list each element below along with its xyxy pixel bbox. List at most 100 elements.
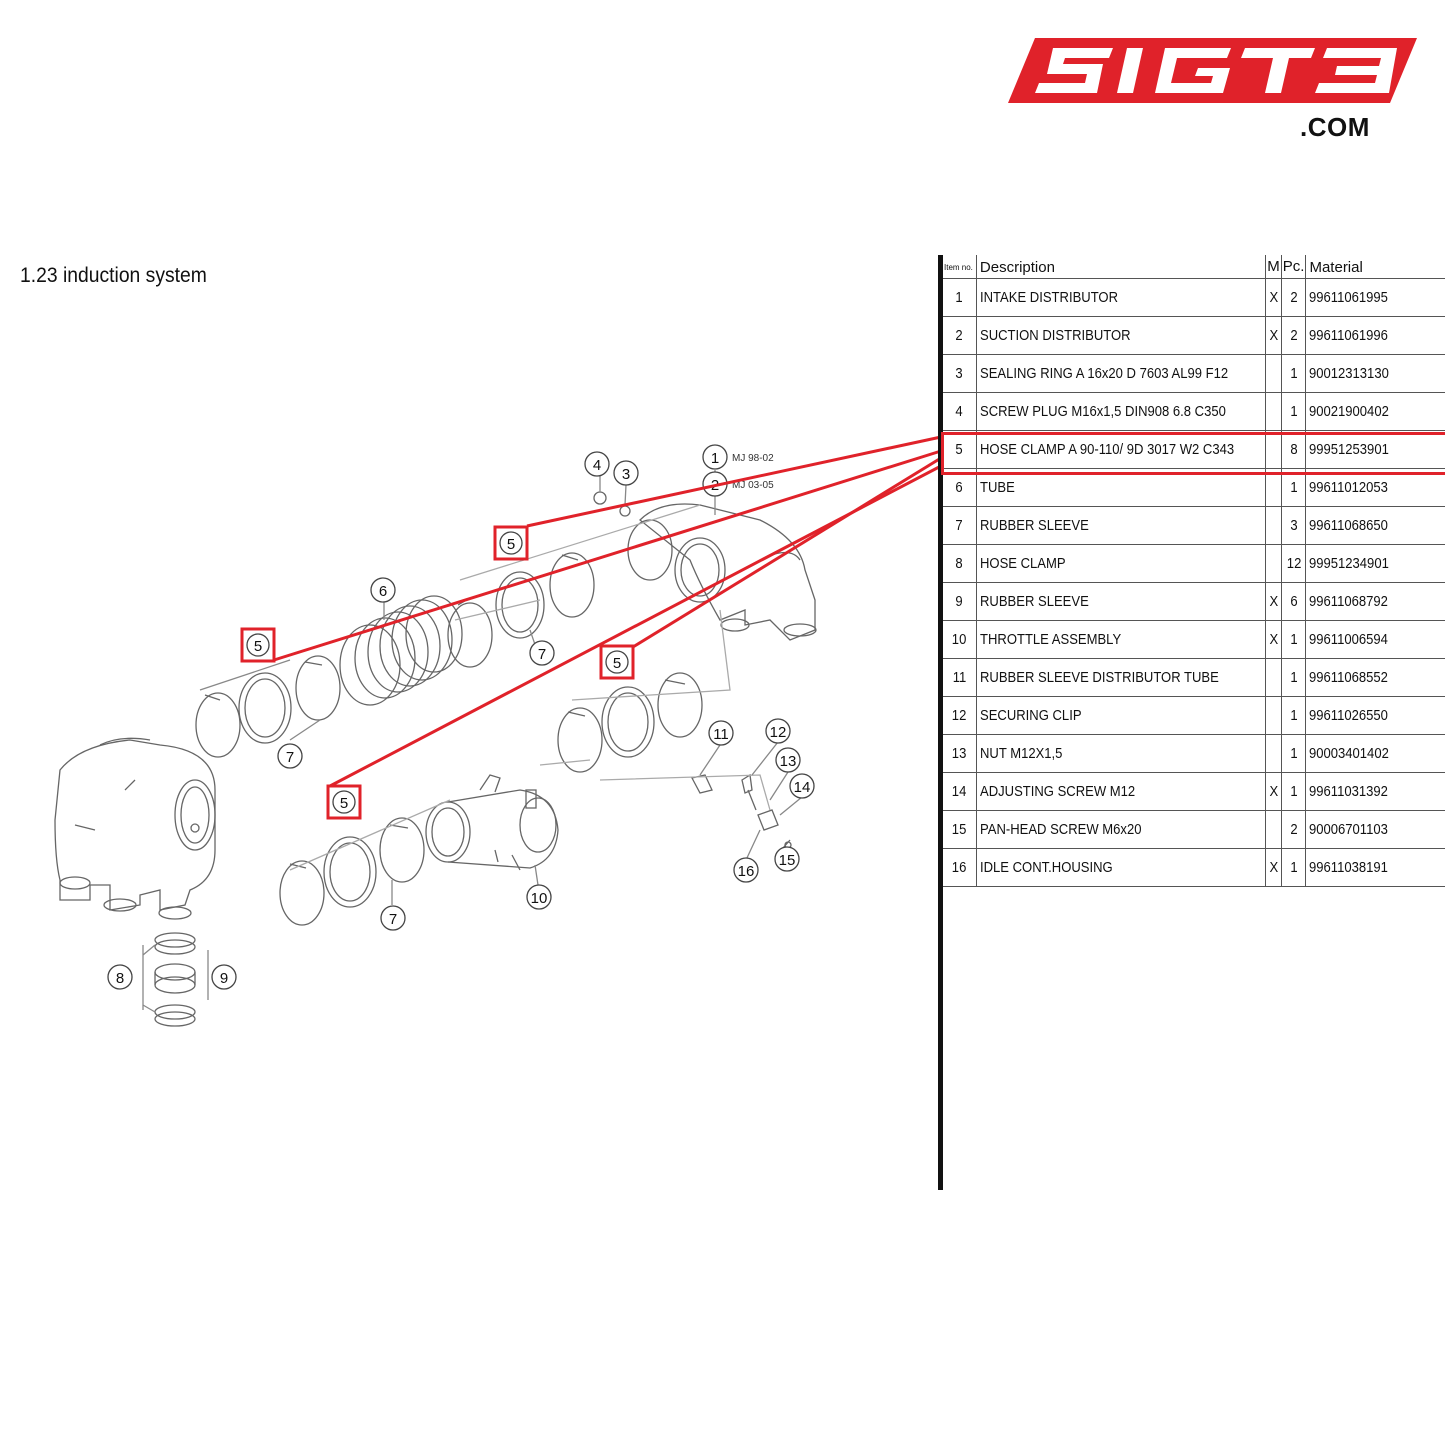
cell-material: 90012313130	[1305, 354, 1445, 393]
page-title: 1.23 induction system	[20, 264, 207, 287]
cell-pc: 1	[1281, 658, 1307, 697]
cell-material: 99611068650	[1305, 506, 1445, 545]
callout-3: 3	[613, 460, 639, 486]
cell-description: SCREW PLUG M16x1,5 DIN908 6.8 C350	[976, 392, 1267, 431]
cell-material: 99611068792	[1305, 582, 1445, 621]
cell-description: ADJUSTING SCREW M12	[976, 772, 1267, 811]
cell-material: 90006701103	[1305, 810, 1445, 849]
cell-m: X	[1265, 316, 1282, 355]
cell-item-no: 6	[943, 468, 977, 507]
header-item-no: Item no.	[943, 255, 977, 279]
cell-description: SUCTION DISTRIBUTOR	[976, 316, 1267, 355]
throttle-assembly	[425, 774, 559, 871]
cell-m: X	[1265, 772, 1282, 811]
cell-pc: 2	[1281, 316, 1307, 355]
cell-description: NUT M12X1,5	[976, 734, 1267, 773]
cell-description: TUBE	[976, 468, 1267, 507]
cell-item-no: 10	[943, 620, 977, 659]
callout-7-left: 7	[277, 743, 303, 769]
callout-8: 8	[107, 964, 133, 990]
callout-12: 12	[765, 718, 791, 744]
cell-pc: 2	[1281, 278, 1307, 317]
cell-m: X	[1265, 582, 1282, 621]
cell-description: THROTTLE ASSEMBLY	[976, 620, 1267, 659]
cell-material: 99951234901	[1305, 544, 1445, 583]
cell-material: 99611006594	[1305, 620, 1445, 659]
callout-5-left: 5	[240, 627, 276, 663]
cell-description: SEALING RING A 16x20 D 7603 AL99 F12	[976, 354, 1267, 393]
cell-pc: 1	[1281, 468, 1307, 507]
svg-text:7: 7	[538, 646, 546, 663]
cell-description: SECURING CLIP	[976, 696, 1267, 735]
table-left-rule	[938, 255, 943, 1190]
cell-item-no: 14	[943, 772, 977, 811]
svg-text:15: 15	[779, 852, 796, 869]
cell-m	[1265, 696, 1282, 735]
cell-item-no: 2	[943, 316, 977, 355]
logo-domain-suffix: .COM	[1300, 112, 1370, 142]
cell-item-no: 1	[943, 278, 977, 317]
svg-text:7: 7	[389, 911, 397, 928]
callout-13: 13	[775, 747, 801, 773]
cell-m: X	[1265, 620, 1282, 659]
svg-text:9: 9	[220, 970, 228, 987]
callout-mj2-label: MJ 03-05	[732, 480, 774, 491]
cell-material: 99611061995	[1305, 278, 1445, 317]
cell-item-no: 3	[943, 354, 977, 393]
cell-item-no: 16	[943, 848, 977, 887]
cell-pc: 1	[1281, 354, 1307, 393]
cell-pc: 3	[1281, 506, 1307, 545]
cell-pc: 1	[1281, 734, 1307, 773]
callout-5-middle: 5	[599, 644, 635, 680]
cell-pc: 12	[1281, 544, 1307, 583]
cell-description: RUBBER SLEEVE	[976, 582, 1267, 621]
cell-pc: 1	[1281, 392, 1307, 431]
highlight-pointer-lines	[273, 435, 942, 788]
callout-4: 4	[584, 451, 610, 477]
cell-pc: 1	[1281, 620, 1307, 659]
header-m: M	[1265, 255, 1282, 279]
svg-text:3: 3	[622, 466, 630, 483]
cell-description: RUBBER SLEEVE DISTRIBUTOR TUBE	[976, 658, 1267, 697]
svg-text:5: 5	[613, 655, 621, 672]
cell-item-no: 5	[943, 430, 977, 469]
callout-15: 15	[774, 846, 800, 872]
svg-text:5: 5	[340, 795, 348, 812]
svg-text:5: 5	[507, 536, 515, 553]
cell-material: 90021900402	[1305, 392, 1445, 431]
callout-5-lower: 5	[326, 784, 362, 820]
svg-text:10: 10	[531, 890, 548, 907]
cell-m	[1265, 468, 1282, 507]
cell-material: 99951253901	[1305, 430, 1445, 469]
cell-description: IDLE CONT.HOUSING	[976, 848, 1267, 887]
svg-text:4: 4	[593, 457, 601, 474]
svg-text:6: 6	[379, 583, 387, 600]
cell-m	[1265, 810, 1282, 849]
svg-text:5: 5	[254, 638, 262, 655]
header-material: Material	[1305, 255, 1445, 279]
callout-1: 1	[702, 444, 728, 470]
cell-item-no: 13	[943, 734, 977, 773]
cell-m	[1265, 354, 1282, 393]
cell-item-no: 8	[943, 544, 977, 583]
callout-10: 10	[526, 884, 552, 910]
cell-m	[1265, 658, 1282, 697]
cell-description: HOSE CLAMP A 90-110/ 9D 3017 W2 C343	[976, 430, 1267, 469]
corrugated-tube	[339, 595, 463, 706]
cell-m	[1265, 544, 1282, 583]
cell-pc: 8	[1281, 430, 1307, 469]
callout-14: 14	[789, 773, 815, 799]
callout-11: 11	[708, 720, 734, 746]
svg-text:8: 8	[116, 970, 124, 987]
cell-pc: 6	[1281, 582, 1307, 621]
